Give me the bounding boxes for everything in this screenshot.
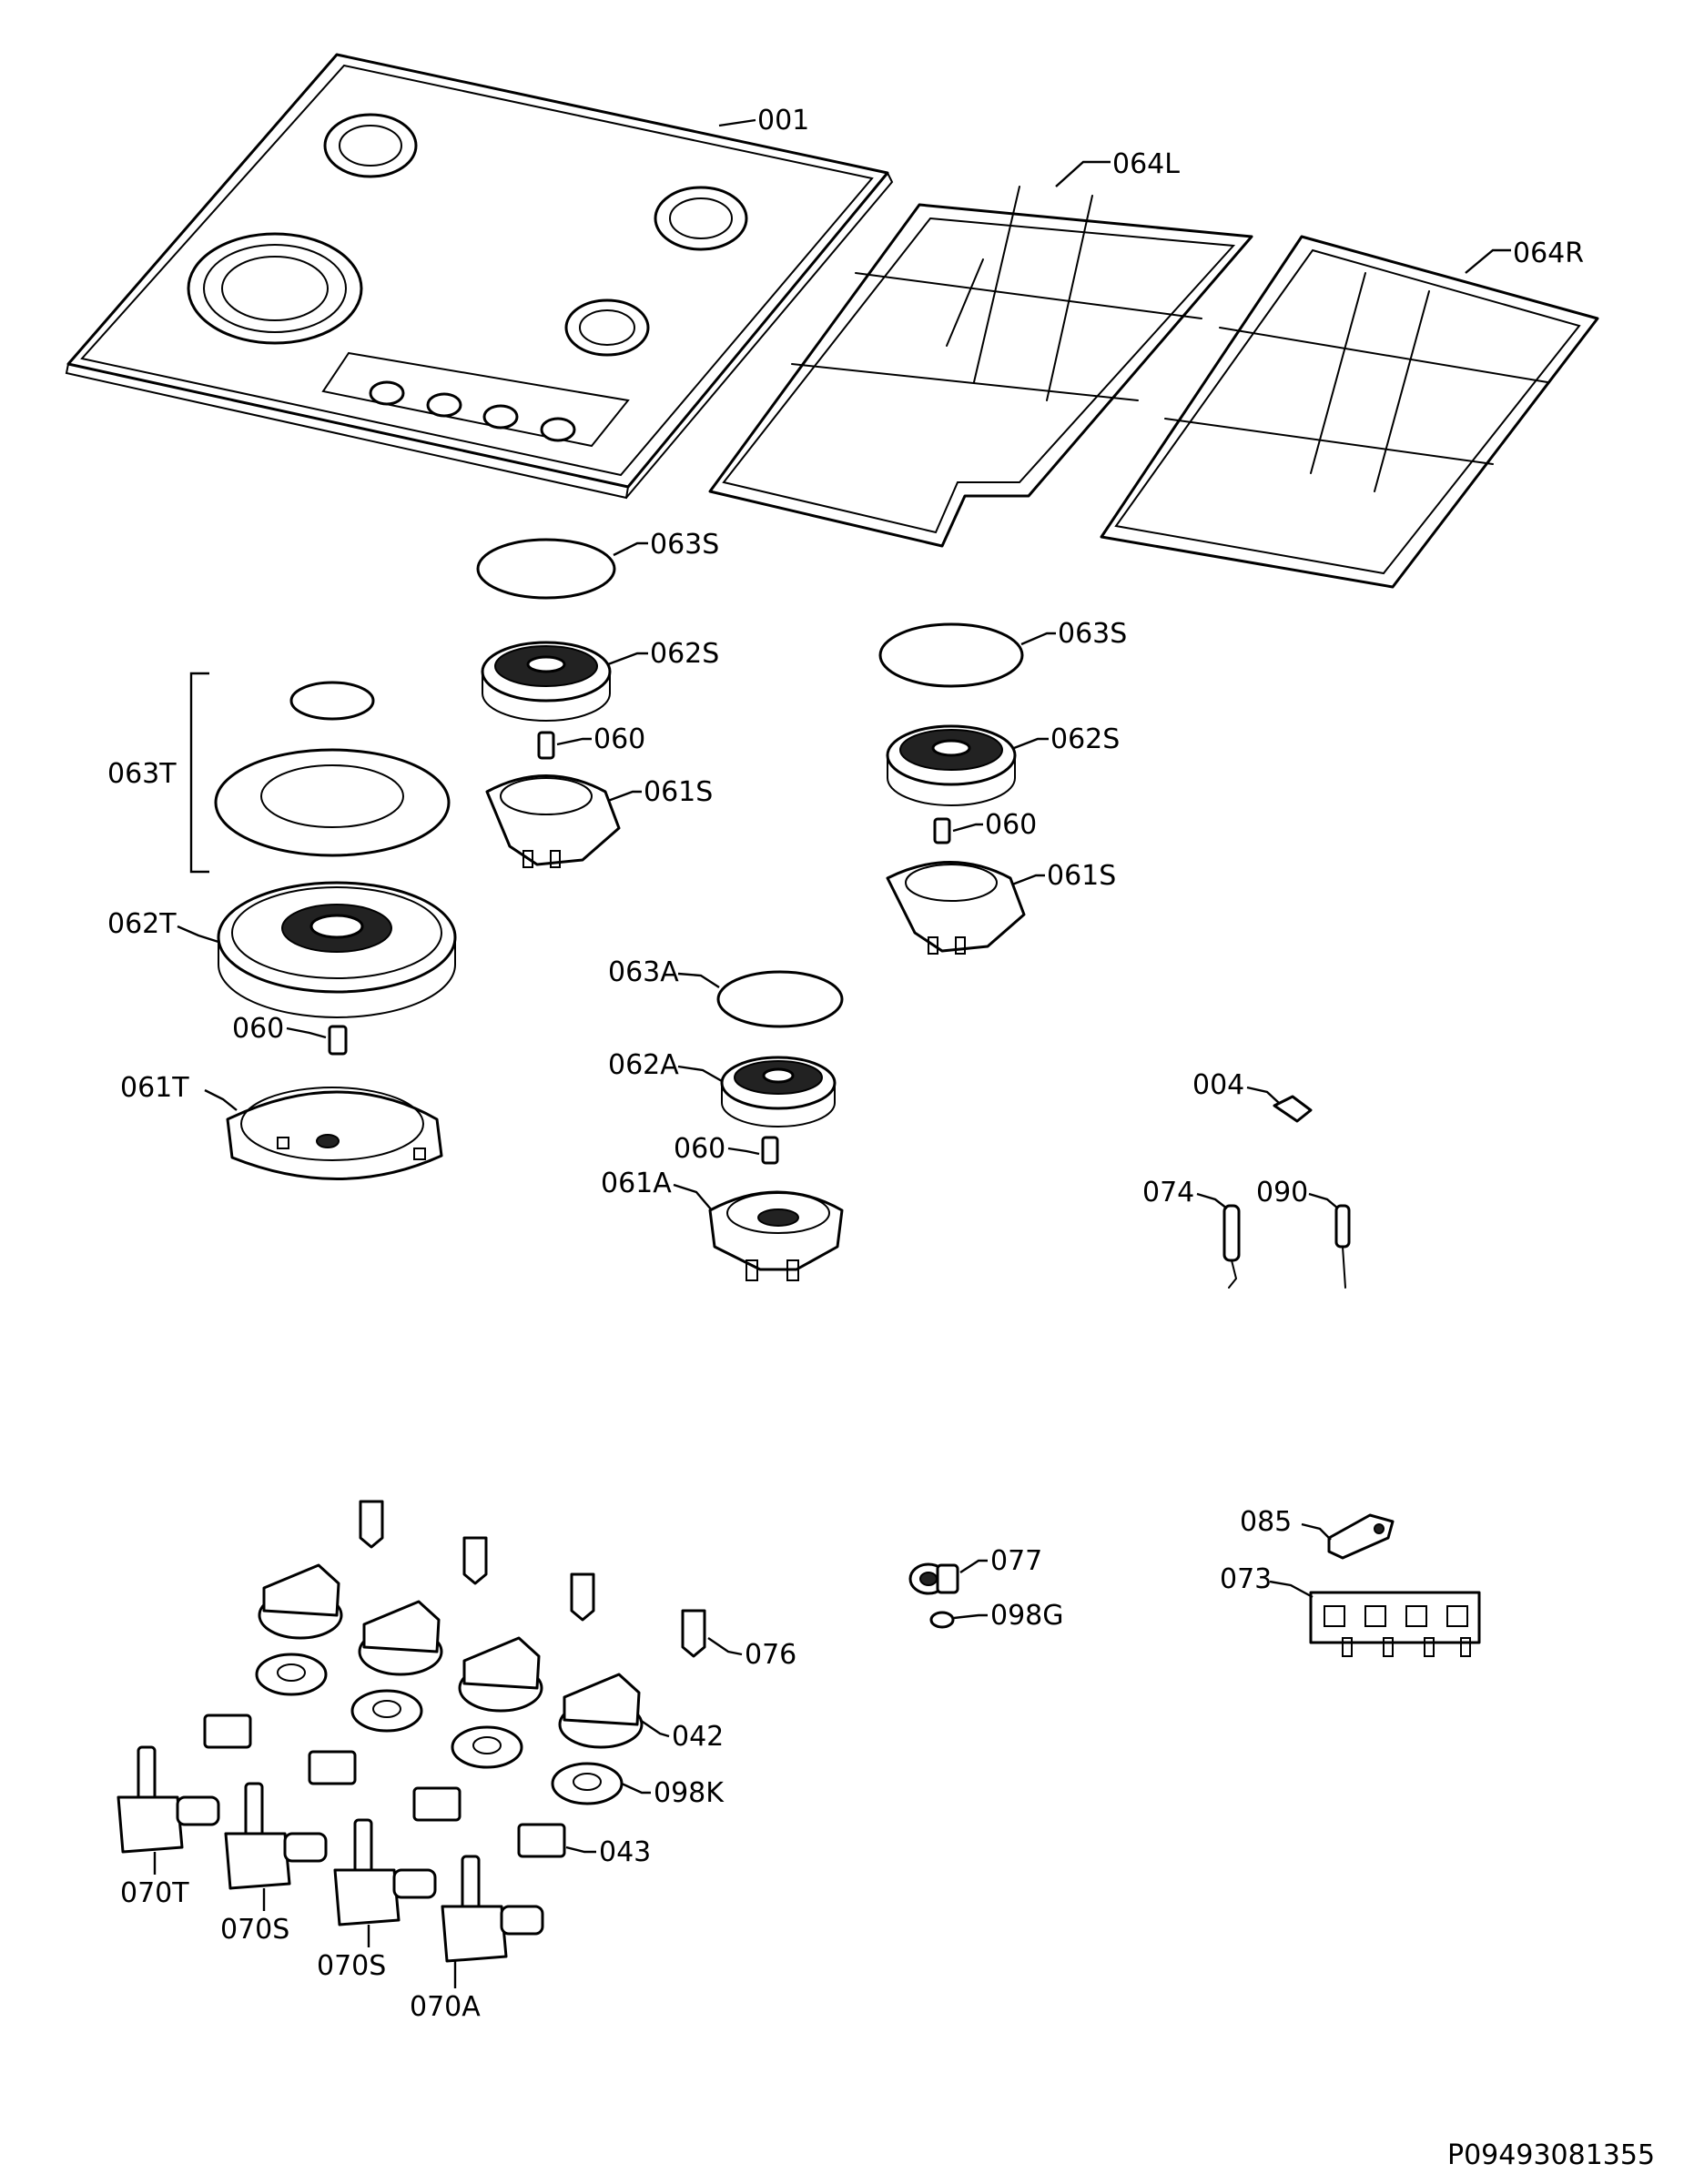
knob-clip-076-1 [359,1500,384,1549]
label-060-left: 060 [593,723,645,755]
knob-bezel-098K-3 [451,1725,523,1769]
burner-cup-061A [708,1190,844,1281]
burner-crown-062T [217,881,457,1018]
label-063A: 063A [608,956,679,988]
label-060-right: 060 [985,809,1037,841]
injector-060-left-s [537,731,555,760]
microswitch-043-1 [203,1714,252,1749]
label-001: 001 [757,105,809,136]
label-062S-left: 062S [650,638,719,670]
burner-cap-063T-inner [289,681,375,721]
label-062T: 062T [107,908,177,940]
clip-004 [1273,1095,1313,1123]
label-070A: 070A [410,1991,481,2023]
injector-060-right-s [933,817,951,844]
label-098G: 098G [990,1600,1064,1632]
microswitch-043-4 [517,1823,566,1858]
gas-valve-070S-2 [333,1818,437,1926]
label-061S-right: 061S [1047,860,1116,892]
burner-crown-062S-left [481,641,612,722]
drawing-code: P09493081355 [1447,2139,1655,2171]
knob-clip-076-4 [681,1609,706,1658]
label-073: 073 [1220,1563,1272,1595]
label-062A: 062A [608,1049,679,1081]
microswitch-043-2 [308,1750,357,1785]
burner-cup-061S-right [886,861,1026,955]
injector-060-aux [761,1136,779,1165]
label-074: 074 [1142,1177,1194,1208]
label-085: 085 [1240,1506,1292,1538]
label-061T: 061T [120,1072,189,1104]
burner-ring-063T-outer [214,748,451,857]
label-090: 090 [1256,1177,1308,1208]
burner-cup-061S-left [485,774,621,868]
label-060-triple: 060 [232,1013,284,1045]
label-063T: 063T [107,758,177,790]
ignition-electrode-074 [1222,1204,1241,1289]
spark-generator-073 [1309,1591,1481,1657]
knob-bezel-098K-1 [255,1653,328,1696]
control-knob-042-1 [258,1563,343,1640]
label-077: 077 [990,1545,1042,1577]
burner-cap-063S-left [476,538,616,600]
label-064R: 064R [1513,238,1584,269]
control-knob-042-3 [458,1636,543,1713]
label-043: 043 [599,1836,651,1868]
seal-098G [929,1611,955,1629]
injector-060-triple [328,1025,348,1056]
gas-valve-070S-1 [224,1782,328,1890]
label-060-aux: 060 [674,1133,725,1165]
gas-valve-070A [441,1855,544,1963]
bracket-085 [1327,1513,1395,1560]
label-063S-right: 063S [1058,618,1127,650]
burner-cap-063A [716,970,844,1028]
label-004: 004 [1192,1069,1244,1101]
right-pan-support-grate [1100,235,1599,589]
thermocouple-090 [1334,1204,1351,1289]
label-070T: 070T [120,1877,189,1909]
microswitch-043-3 [412,1786,462,1822]
burner-cap-063S-right [878,622,1024,688]
knob-bezel-098K-2 [350,1689,423,1733]
label-098K: 098K [654,1777,725,1809]
control-knob-042-2 [358,1600,443,1676]
burner-cup-061T [226,1087,443,1180]
knob-clip-076-2 [462,1536,488,1585]
knob-clip-076-3 [570,1572,595,1622]
label-076: 076 [745,1639,796,1671]
hob-top-plate [65,53,894,500]
left-pan-support-grate [708,186,1253,548]
control-knob-042-4 [558,1673,644,1749]
valve-fitting-077 [908,1562,959,1595]
label-042: 042 [672,1721,724,1753]
label-062S-right: 062S [1050,723,1120,755]
knob-bezel-098K-4 [551,1762,624,1805]
label-061S-left: 061S [644,776,713,808]
label-063S-left: 063S [650,529,719,561]
label-061A: 061A [601,1168,672,1199]
burner-crown-062A [720,1056,837,1127]
burner-crown-062S-right [886,724,1017,806]
label-064L: 064L [1112,148,1180,180]
label-070S-2: 070S [317,1950,386,1982]
gas-valve-070T [117,1745,220,1854]
label-070S-1: 070S [220,1914,289,1946]
